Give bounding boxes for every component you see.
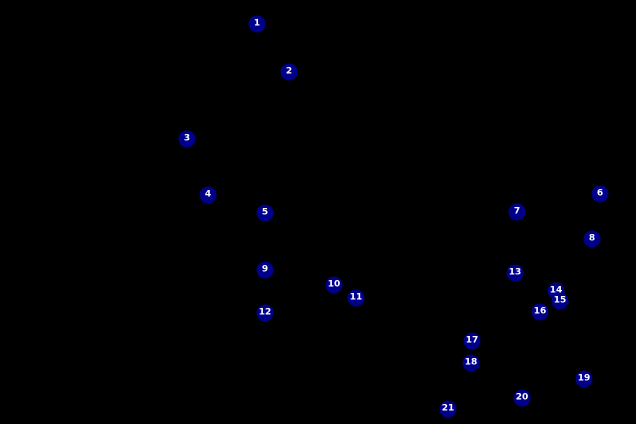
node-marker-13[interactable]: 13 (506, 264, 524, 282)
node-marker-15[interactable]: 15 (551, 292, 569, 310)
node-marker-16[interactable]: 16 (531, 303, 549, 321)
node-marker-7[interactable]: 7 (508, 203, 526, 221)
node-marker-20[interactable]: 20 (513, 389, 531, 407)
node-marker-2[interactable]: 2 (280, 63, 298, 81)
node-marker-8[interactable]: 8 (583, 230, 601, 248)
node-marker-10[interactable]: 10 (325, 276, 343, 294)
node-marker-18[interactable]: 18 (462, 354, 480, 372)
node-marker-1[interactable]: 1 (248, 15, 266, 33)
node-marker-5[interactable]: 5 (256, 204, 274, 222)
node-marker-6[interactable]: 6 (591, 185, 609, 203)
node-marker-4[interactable]: 4 (199, 186, 217, 204)
node-marker-21[interactable]: 21 (439, 400, 457, 418)
node-marker-9[interactable]: 9 (256, 261, 274, 279)
node-marker-3[interactable]: 3 (178, 130, 196, 148)
node-marker-19[interactable]: 19 (575, 370, 593, 388)
node-marker-17[interactable]: 17 (463, 332, 481, 350)
node-marker-11[interactable]: 11 (347, 289, 365, 307)
node-marker-12[interactable]: 12 (256, 304, 274, 322)
